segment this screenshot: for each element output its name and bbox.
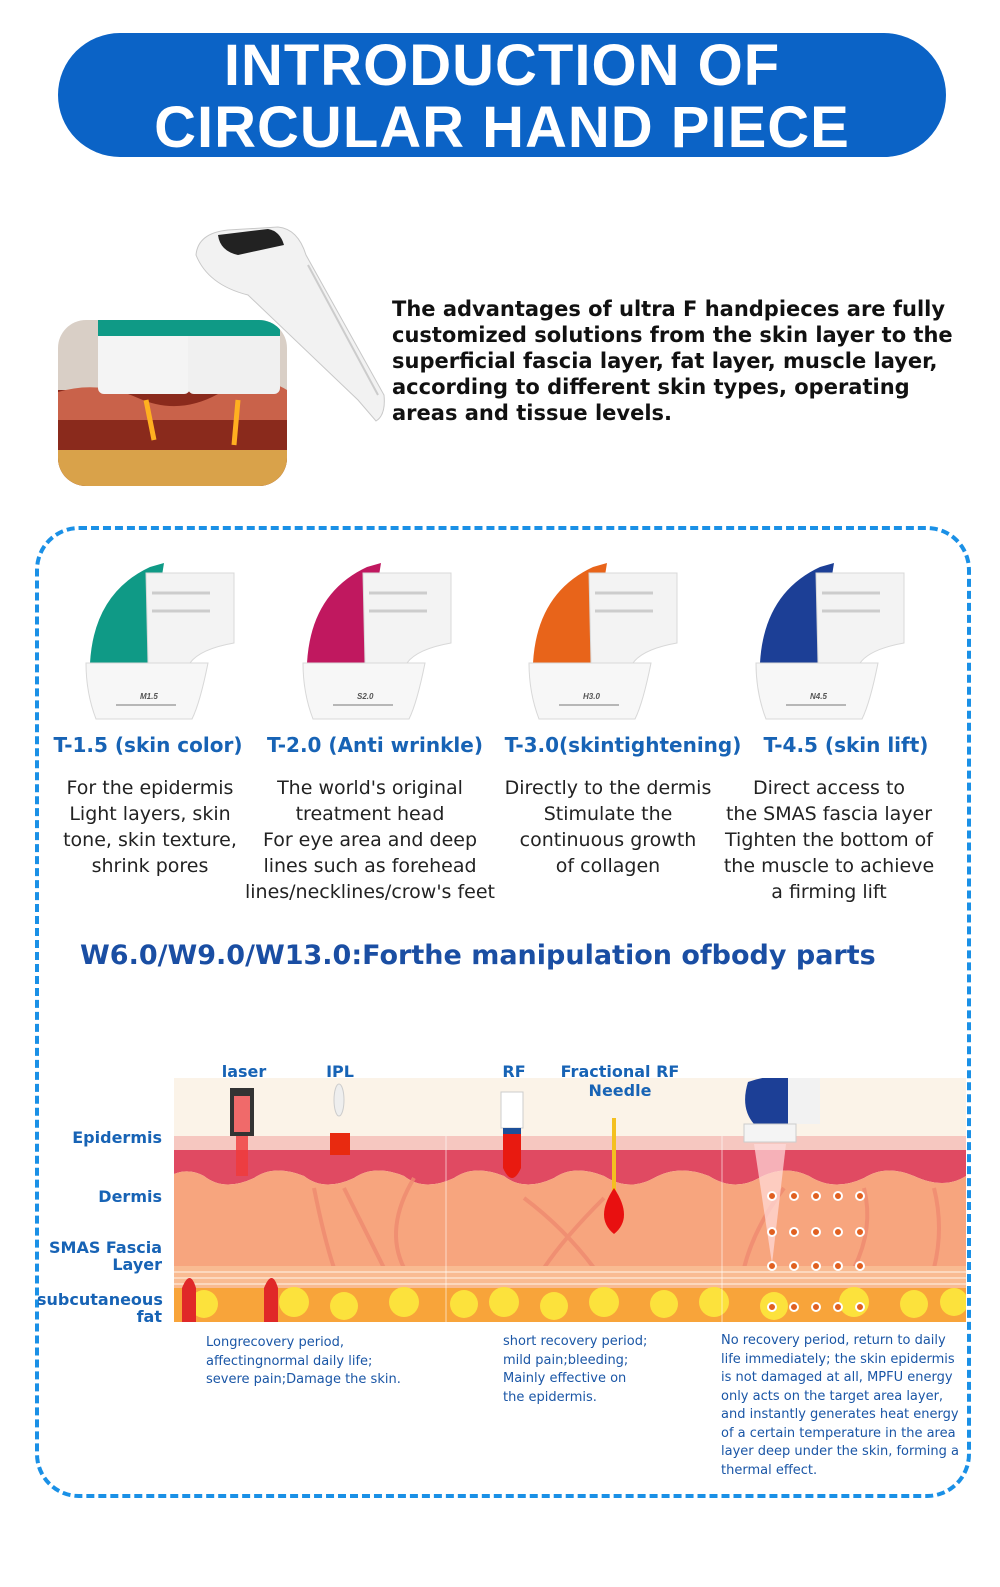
page-title-banner: INTRODUCTION OF CIRCULAR HAND PIECE: [58, 33, 946, 160]
body-cartridges-heading: W6.0/W9.0/W13.0:Forthe manipulation ofbo…: [80, 940, 876, 971]
layer-label-epidermis: Epidermis: [72, 1128, 162, 1147]
tool-label-fractional-rf-needle: Fractional RF Needle: [560, 1062, 680, 1100]
svg-text:M1.5: M1.5: [140, 692, 158, 701]
svg-text:S2.0: S2.0: [357, 692, 374, 701]
cartridge-label: T-4.5 (skin lift): [763, 733, 929, 757]
handpiece-device-image: [188, 225, 393, 429]
skin-treatment-photo: [58, 320, 287, 486]
intro-text: The advantages of ultra F handpieces are…: [392, 297, 953, 425]
cartridge-info-frame: [35, 526, 971, 1498]
tool-label-laser: laser: [221, 1062, 267, 1081]
cartridge-image: H3.0: [523, 553, 683, 727]
title-line-2: CIRCULAR HAND PIECE: [154, 95, 850, 160]
layer-label-smas: SMAS Fascia Layer: [49, 1238, 162, 1274]
cartridge-description: The world's original treatment head For …: [244, 777, 496, 903]
note-rf: short recovery period; mild pain;bleedin…: [503, 1334, 648, 1405]
tool-label-ipl: IPL: [326, 1062, 354, 1081]
tool-label-rf: RF: [502, 1062, 526, 1081]
cartridge-label: T-1.5 (skin color): [53, 733, 243, 757]
cartridge-label: T-3.0(skintightening): [504, 733, 742, 757]
svg-text:N4.5: N4.5: [810, 692, 827, 701]
cartridge-image: N4.5: [750, 553, 910, 727]
note-hifu: No recovery period, return to daily life…: [721, 1333, 959, 1478]
cartridge-label: T-2.0 (Anti wrinkle): [267, 733, 483, 757]
cartridge-image: S2.0: [297, 553, 457, 727]
svg-text:H3.0: H3.0: [583, 692, 600, 701]
layer-label-dermis: Dermis: [98, 1187, 162, 1206]
note-laser-ipl: Longrecovery period, affectingnormal dai…: [206, 1335, 401, 1387]
skin-layer-comparison-diagram: [174, 1076, 968, 1326]
title-line-1: INTRODUCTION OF: [223, 33, 781, 98]
cartridge-description: For the epidermis Light layers, skin ton…: [63, 777, 237, 877]
cartridge-description: Directly to the dermis Stimulate the con…: [504, 777, 712, 877]
layer-label-fat: subcutaneous fat: [37, 1290, 163, 1326]
cartridge-image: M1.5: [80, 553, 240, 727]
cartridge-description: Direct access to the SMAS fascia layer T…: [723, 777, 935, 903]
